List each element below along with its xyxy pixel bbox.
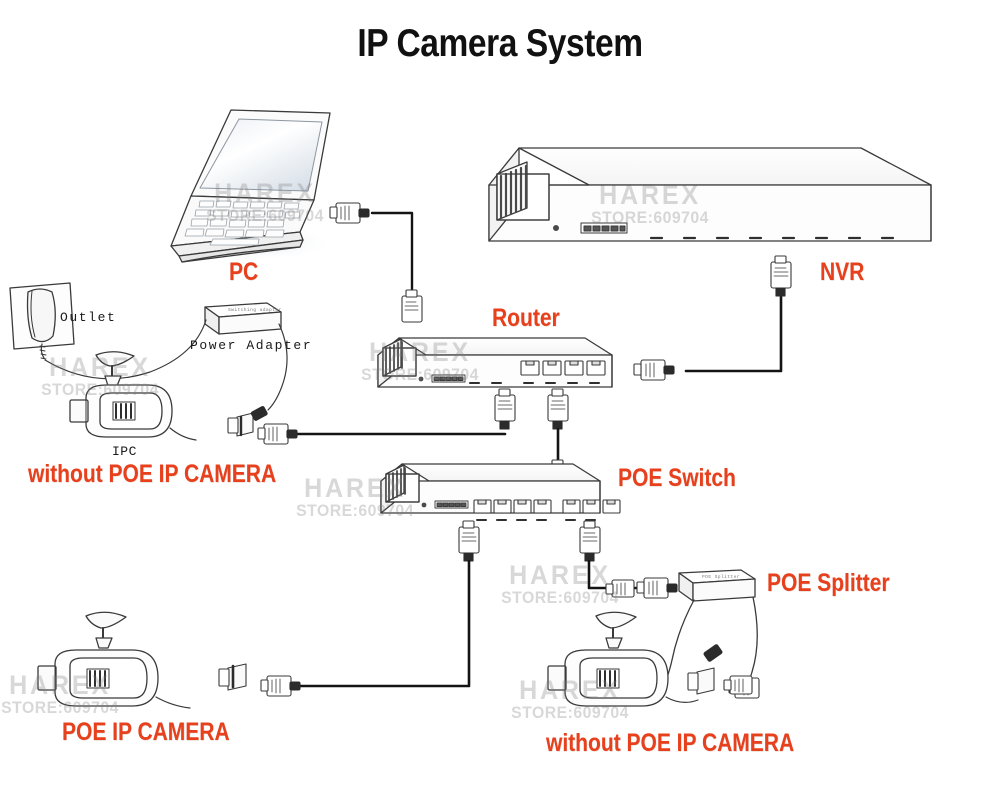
label-pc: PC [229, 258, 259, 286]
dc-barrel-ipc [250, 406, 268, 421]
rj45-splitter-in [636, 577, 678, 599]
pc-laptop [170, 109, 334, 263]
svg-text:Switching adapter: Switching adapter [228, 307, 282, 313]
bullet-camera-poe [37, 611, 191, 709]
label-without-poe-camera-left: without POE IP CAMERA [28, 460, 277, 488]
rj45-nvr [770, 255, 792, 297]
nvr-appliance [488, 147, 932, 242]
label-poe-ip-camera: POE IP CAMERA [62, 718, 230, 746]
wall-outlet [9, 282, 75, 360]
label-poe-splitter: POE Splitter [767, 569, 890, 597]
rj45-splitter-cam [723, 675, 753, 695]
cable-pc-to-router [370, 211, 414, 298]
label-router: Router [492, 304, 560, 332]
cable-nvr-to-router [684, 293, 783, 373]
rj45-switch-bottom-left [458, 520, 480, 562]
router-appliance [377, 337, 613, 388]
rj45-pc [329, 202, 370, 224]
bullet-camera-ipc [69, 351, 197, 441]
rj45-router-bottom-right [547, 388, 569, 430]
cable-switch-to-poecam [288, 559, 471, 688]
svg-text:POE Splitter: POE Splitter [702, 574, 740, 580]
label-poe-switch: POE Switch [618, 464, 736, 492]
rj45-router-top [401, 289, 423, 323]
rj45-ipc [257, 423, 298, 445]
poe-splitter-brick: POE Splitter [678, 569, 756, 602]
rj45-router-right [633, 359, 675, 381]
dc-jack-splitter-cam [687, 667, 715, 695]
cord-adapter-to-dc [267, 323, 288, 411]
label-ipc: IPC [112, 444, 137, 459]
dc-barrel-splitter [703, 644, 723, 662]
rj45-pair-splitter-feed [605, 579, 635, 598]
rj45-switch-bottom-right [579, 520, 601, 562]
label-nvr: NVR [820, 258, 865, 286]
label-outlet: Outlet [60, 310, 117, 325]
poe-switch-appliance [380, 463, 621, 521]
rj45-poecam [260, 675, 301, 697]
rj45-router-bottom-left [494, 388, 516, 430]
label-power-adapter: Power Adapter [190, 338, 313, 353]
rj45-female-poecam [218, 663, 247, 691]
bullet-camera-splitter [547, 611, 699, 707]
page-title: IP Camera System [357, 22, 643, 65]
power-adapter-brick: Switching adapter [204, 302, 282, 335]
cord-outlet-to-adapter [44, 319, 207, 380]
dc-jack-ipc [227, 412, 254, 437]
label-without-poe-camera-right: without POE IP CAMERA [546, 729, 795, 757]
